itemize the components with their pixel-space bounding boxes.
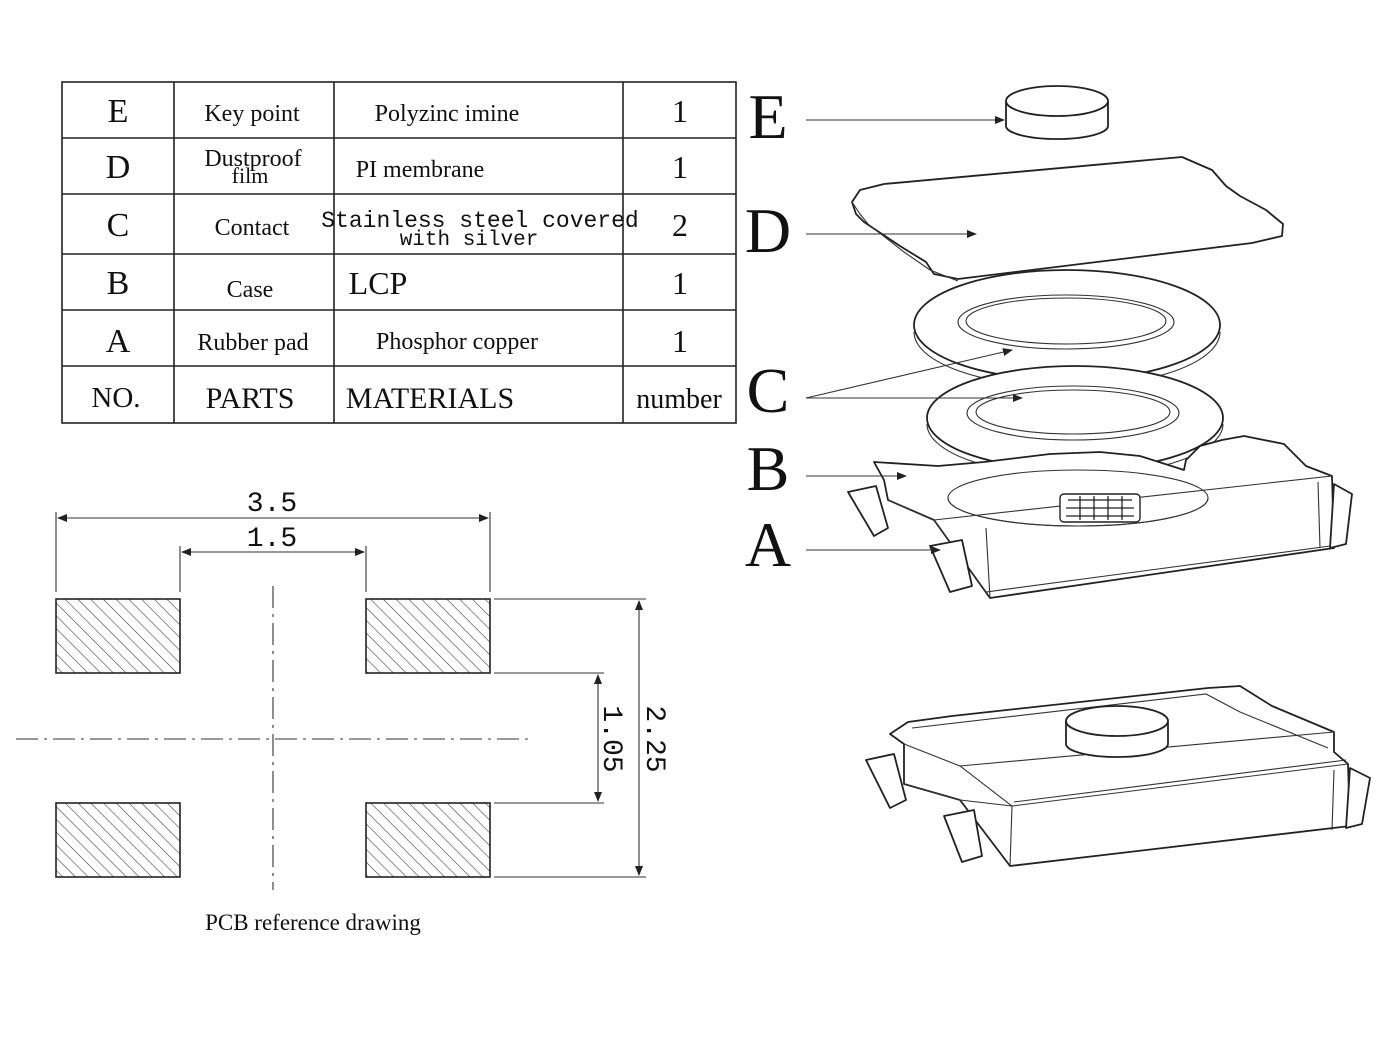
pcb-pad — [365, 598, 491, 674]
dim-height-outer-label: 2.25 — [638, 705, 669, 772]
row-no: E — [108, 93, 129, 130]
row-material-line2: with silver — [400, 229, 539, 252]
row-material: Polyzinc imine — [375, 101, 520, 127]
part-e-key-point — [1005, 85, 1109, 140]
table-header: NO. PARTS MATERIALS number — [91, 382, 722, 415]
row-material: Phosphor copper — [376, 329, 538, 355]
callout-e: E — [748, 81, 787, 152]
row-number: 1 — [672, 265, 688, 301]
part-b-case — [847, 435, 1353, 599]
table-row: B Case LCP 1 — [107, 265, 688, 303]
row-part: Key point — [204, 101, 300, 127]
row-no: B — [107, 265, 130, 302]
pcb-caption: PCB reference drawing — [205, 910, 421, 935]
assembled-switch — [865, 685, 1371, 867]
pcb-pad — [365, 802, 491, 878]
row-part: Contact — [215, 215, 290, 241]
dim-width-label: 3.5 — [247, 489, 297, 520]
row-number: 1 — [672, 93, 688, 129]
table-row: A Rubber pad Phosphor copper 1 — [106, 323, 688, 360]
dim-height-inner-label: 1.05 — [595, 705, 626, 772]
header-materials: MATERIALS — [346, 382, 514, 415]
row-no: A — [106, 323, 131, 360]
exploded-view: E D C B A — [745, 81, 1353, 599]
row-number: 2 — [672, 207, 688, 243]
row-part-line2: film — [232, 163, 269, 188]
header-number: number — [636, 384, 722, 415]
row-number: 1 — [672, 323, 688, 359]
header-no: NO. — [91, 382, 140, 414]
row-material: LCP — [349, 265, 408, 301]
pcb-reference-drawing: 3.5 1.5 2.25 1.05 PCB reference drawing — [16, 489, 669, 935]
dim-gap-label: 1.5 — [247, 524, 297, 555]
row-part: Rubber pad — [197, 330, 308, 356]
part-c-contact — [913, 269, 1224, 477]
callout-c: C — [747, 355, 790, 426]
bom-table: E Key point Polyzinc imine 1 D Dustproof… — [61, 81, 737, 424]
callout-d: D — [745, 195, 791, 266]
pcb-pad — [55, 598, 181, 674]
row-no: D — [106, 149, 131, 186]
part-d-dustproof-film — [851, 156, 1284, 282]
table-row: E Key point Polyzinc imine 1 — [108, 93, 688, 130]
row-number: 1 — [672, 149, 688, 185]
row-part: Case — [227, 277, 274, 303]
leader-c-1 — [805, 348, 1013, 399]
header-parts: PARTS — [206, 382, 295, 415]
row-no: C — [107, 207, 130, 244]
table-row: D Dustproof film PI membrane 1 — [106, 146, 688, 188]
row-material: PI membrane — [356, 157, 485, 183]
callout-a: A — [745, 509, 791, 580]
table-row: C Contact Stainless steel covered with s… — [107, 207, 688, 252]
pcb-pad — [55, 802, 181, 878]
row-part-line1: Dustproof — [204, 146, 301, 172]
callout-b: B — [747, 433, 790, 504]
row-material-line1: Stainless steel covered — [321, 208, 638, 234]
